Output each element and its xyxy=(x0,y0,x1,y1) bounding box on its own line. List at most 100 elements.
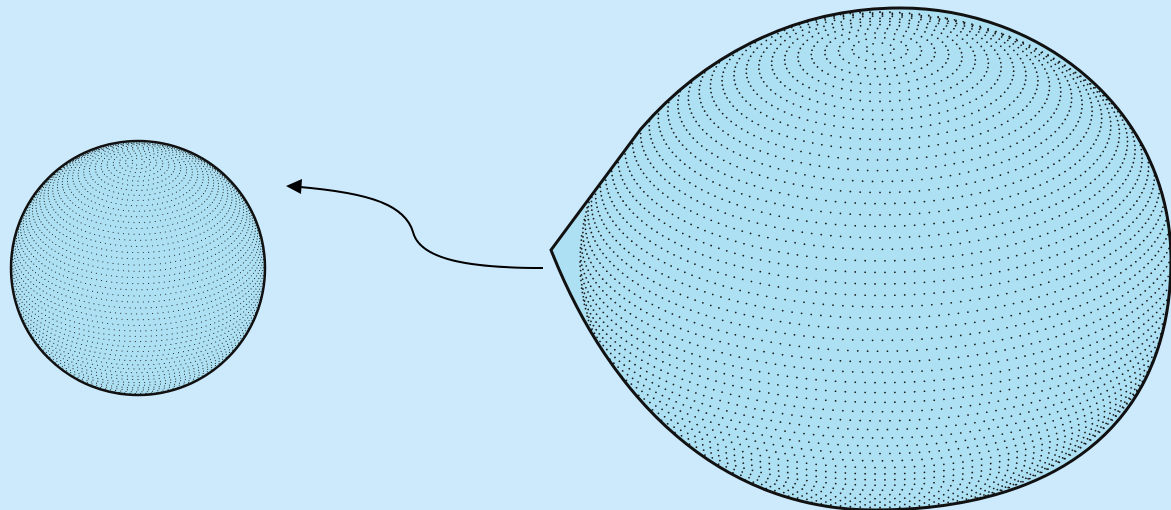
grid-dot xyxy=(950,31,952,33)
grid-dot xyxy=(43,257,44,258)
grid-dot xyxy=(79,167,80,168)
grid-dot xyxy=(899,138,901,140)
grid-dot xyxy=(1006,209,1008,211)
grid-dot xyxy=(127,144,128,145)
grid-dot xyxy=(248,265,249,266)
grid-dot xyxy=(1012,182,1014,184)
grid-dot xyxy=(847,169,849,171)
grid-dot xyxy=(44,204,45,205)
grid-dot xyxy=(611,157,613,159)
grid-dot xyxy=(214,317,215,318)
grid-dot xyxy=(105,212,106,213)
grid-dot xyxy=(658,126,660,128)
grid-dot xyxy=(653,215,655,217)
grid-dot xyxy=(667,115,669,117)
grid-dot xyxy=(161,154,162,155)
grid-dot xyxy=(20,289,21,290)
grid-dot xyxy=(40,255,41,256)
grid-dot xyxy=(106,281,107,282)
grid-dot xyxy=(111,388,112,389)
grid-dot xyxy=(148,180,149,181)
grid-dot xyxy=(35,250,36,251)
grid-dot xyxy=(29,221,30,222)
grid-dot xyxy=(1004,108,1006,110)
grid-dot xyxy=(213,333,214,334)
grid-dot xyxy=(901,13,903,15)
grid-dot xyxy=(1088,93,1090,95)
grid-dot xyxy=(727,238,729,240)
grid-dot xyxy=(197,377,198,378)
grid-dot xyxy=(954,152,956,154)
grid-dot xyxy=(198,254,199,255)
grid-dot xyxy=(235,342,236,343)
grid-dot xyxy=(1010,146,1012,148)
grid-dot xyxy=(102,366,103,367)
grid-dot xyxy=(95,241,96,242)
small-sphere xyxy=(10,141,265,398)
grid-dot xyxy=(1013,50,1015,52)
grid-dot xyxy=(187,331,188,332)
grid-dot xyxy=(1071,208,1073,210)
grid-dot xyxy=(1044,221,1046,223)
grid-dot xyxy=(232,329,233,330)
grid-dot xyxy=(806,255,808,257)
grid-dot xyxy=(803,140,805,142)
grid-dot xyxy=(717,126,719,128)
grid-dot xyxy=(153,301,154,302)
grid-dot xyxy=(952,220,954,222)
grid-dot xyxy=(746,182,748,184)
grid-dot xyxy=(1132,162,1134,164)
grid-dot xyxy=(212,169,213,170)
grid-dot xyxy=(926,86,928,88)
grid-dot xyxy=(46,339,47,340)
grid-dot xyxy=(140,153,141,154)
grid-dot xyxy=(710,83,712,85)
grid-dot xyxy=(232,233,233,234)
grid-dot xyxy=(1090,238,1092,240)
grid-dot xyxy=(222,184,223,185)
grid-dot xyxy=(648,211,650,213)
grid-dot xyxy=(81,312,82,313)
grid-dot xyxy=(947,58,949,60)
grid-dot xyxy=(148,375,149,376)
grid-dot xyxy=(255,289,256,290)
grid-dot xyxy=(862,16,864,18)
grid-dot xyxy=(41,318,42,319)
grid-dot xyxy=(704,110,706,112)
grid-dot xyxy=(258,299,259,300)
grid-dot xyxy=(648,125,650,127)
grid-dot xyxy=(800,151,802,153)
grid-dot xyxy=(170,268,171,269)
grid-dot xyxy=(896,169,898,171)
grid-dot xyxy=(190,340,191,341)
grid-dot xyxy=(192,158,193,159)
grid-dot xyxy=(1124,229,1126,231)
grid-dot xyxy=(91,314,92,315)
grid-dot xyxy=(18,291,19,292)
grid-dot xyxy=(1044,68,1046,70)
grid-dot xyxy=(121,387,122,388)
grid-dot xyxy=(649,134,651,136)
grid-dot xyxy=(141,289,142,290)
grid-dot xyxy=(242,290,243,291)
grid-dot xyxy=(678,217,680,219)
grid-dot xyxy=(1012,43,1014,45)
grid-dot xyxy=(144,161,145,162)
grid-dot xyxy=(194,294,195,295)
grid-dot xyxy=(77,268,78,269)
grid-dot xyxy=(108,184,109,185)
grid-dot xyxy=(103,194,104,195)
grid-dot xyxy=(837,157,839,159)
grid-dot xyxy=(52,283,53,284)
grid-dot xyxy=(111,275,112,276)
grid-dot xyxy=(141,391,142,392)
grid-dot xyxy=(210,167,211,168)
grid-dot xyxy=(834,105,836,107)
grid-dot xyxy=(933,56,935,58)
grid-dot xyxy=(909,147,911,149)
grid-dot xyxy=(1001,198,1003,200)
grid-dot xyxy=(175,379,176,380)
grid-dot xyxy=(849,32,851,34)
grid-dot xyxy=(32,301,33,302)
grid-dot xyxy=(125,155,126,156)
